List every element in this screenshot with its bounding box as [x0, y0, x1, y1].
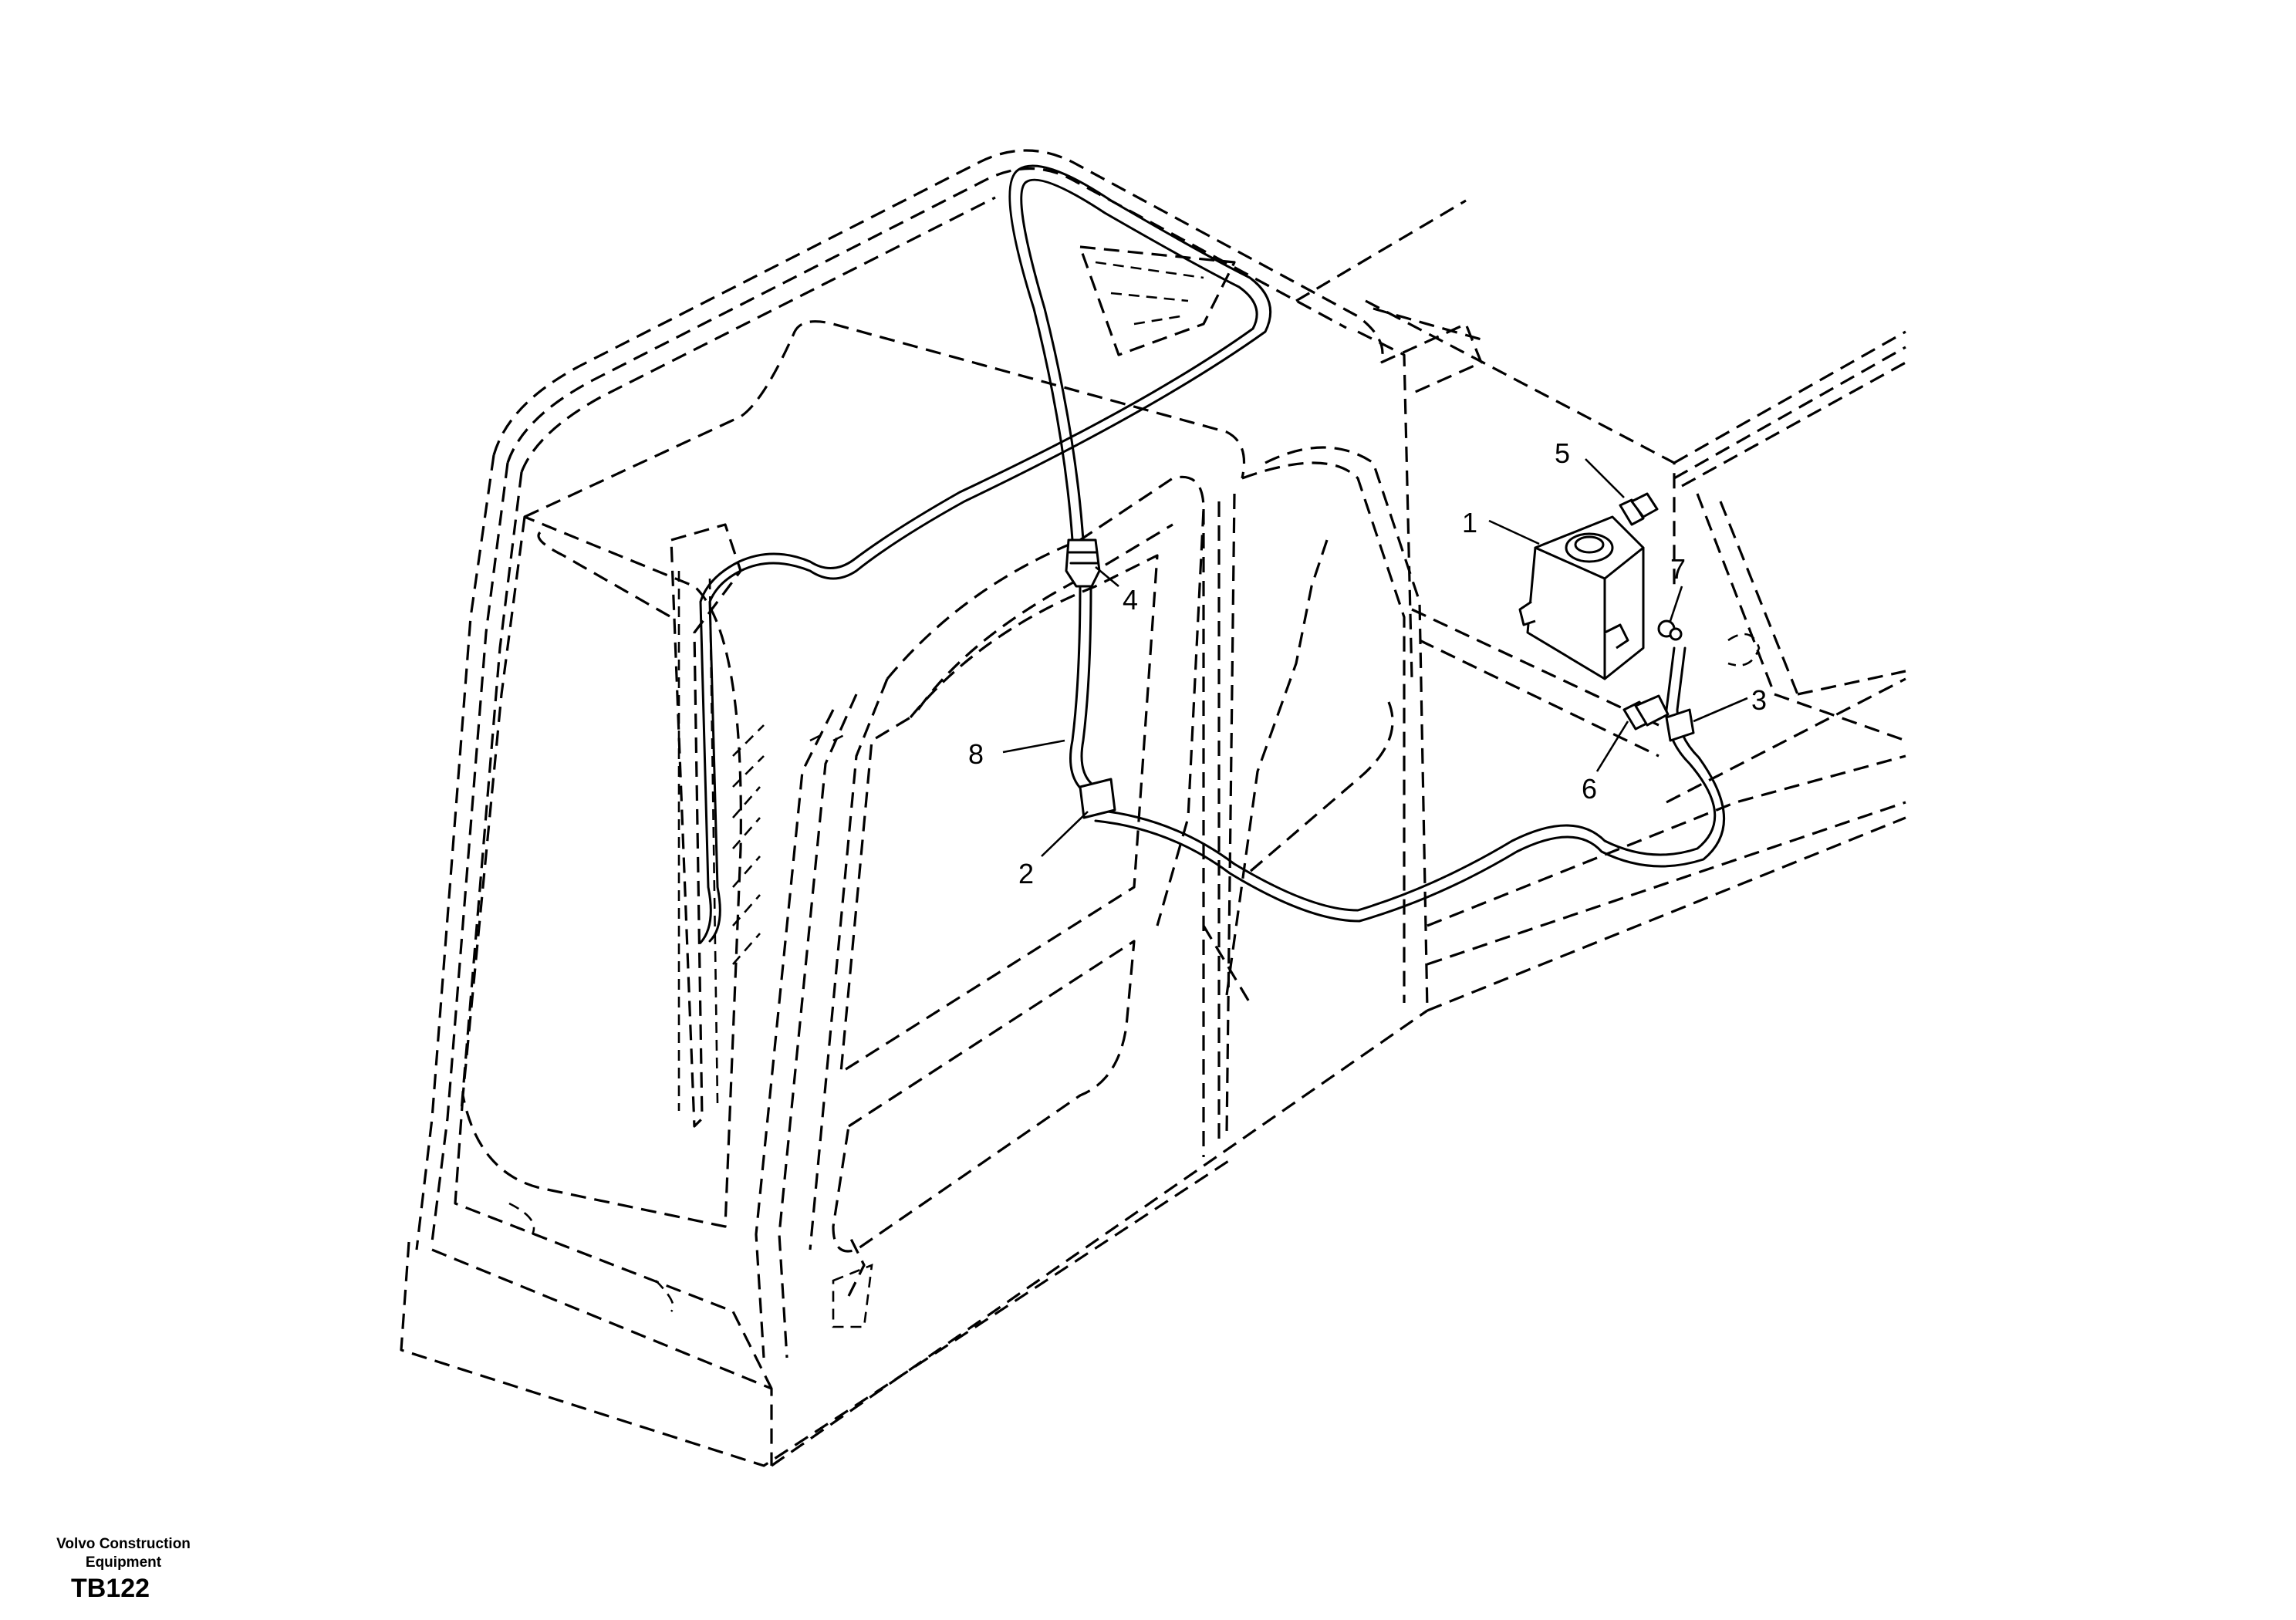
hose-clamp [1665, 708, 1695, 742]
company-line-2: Equipment [85, 1554, 162, 1571]
hose-fitting-7 [1657, 619, 1683, 641]
screw-5 [1619, 492, 1659, 526]
callout-3: 3 [1751, 684, 1767, 716]
cab-outline [400, 149, 1906, 1467]
callout-2: 2 [1018, 858, 1034, 889]
company-credit: Volvo Construction Equipment [31, 1535, 216, 1572]
callout-7: 7 [1670, 553, 1686, 585]
callout-5: 5 [1555, 437, 1570, 469]
hose-clip [1079, 778, 1116, 819]
hose-connector [1065, 538, 1101, 588]
washer-hose [699, 164, 1726, 944]
callout-4: 4 [1123, 584, 1138, 616]
callout-8: 8 [968, 738, 984, 770]
company-line-1: Volvo Construction [56, 1536, 191, 1552]
screw-6 [1622, 694, 1670, 731]
callout-1: 1 [1462, 507, 1477, 538]
callouts: 1 2 3 4 5 6 7 8 [968, 437, 1767, 889]
callout-6: 6 [1582, 773, 1597, 805]
leader-lines [1002, 458, 1748, 857]
washer-reservoir [1518, 515, 1645, 680]
drawing-code: TB122 [71, 1574, 150, 1603]
